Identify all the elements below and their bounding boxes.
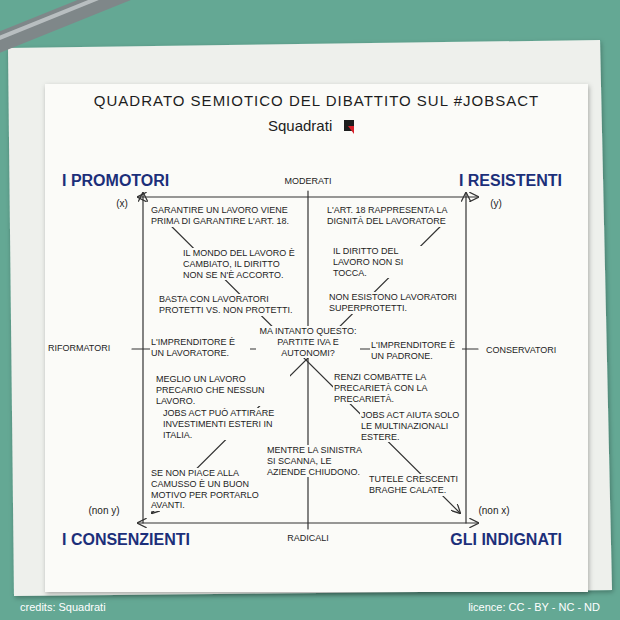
brand-name: Squadrati: [268, 117, 344, 135]
corner-label: I PROMOTORI: [62, 171, 202, 190]
corner-label: GLI INDIGNATI: [400, 530, 562, 549]
main-sheet: [45, 84, 588, 592]
corner-label: I RESISTENTI: [420, 171, 562, 190]
quadrant-statement: IL DIRITTO DEL LAVORO NON SI TOCCA.: [332, 246, 428, 278]
term-symbol: (non y): [84, 505, 124, 517]
quadrant-statement: GARANTIRE UN LAVORO VIENE PRIMA DI GARAN…: [150, 205, 298, 227]
axis-label: MODERATI: [258, 176, 358, 187]
quadrant-statement: IL MONDO DEL LAVORO È CAMBIATO, IL DIRIT…: [182, 248, 302, 280]
term-symbol: (y): [484, 198, 508, 210]
licence-note: licence: CC - BY - NC - ND: [380, 601, 600, 614]
quadrant-statement: L'ART. 18 RAPPRESENTA LA DIGNITÀ DEL LAV…: [326, 205, 462, 227]
quadrant-statement: BASTA CON LAVORATORI PROTETTI VS. NON PR…: [158, 294, 298, 316]
quadrant-statement: L'IMPRENDITORE È UN LAVORATORE.: [150, 337, 250, 359]
quadrant-statement: TUTELE CRESCENTI BRAGHE CALATE.: [368, 474, 462, 496]
semiotic-square: [132, 191, 478, 529]
quadrant-statement: JOBS ACT AIUTA SOLO LE MULTINAZIONALI ES…: [360, 410, 462, 442]
back-sheet: [8, 40, 612, 596]
clipboard-clip: [0, 0, 137, 61]
term-symbol: (x): [110, 198, 134, 210]
implication-arrow: [142, 193, 143, 523]
corner-label: I CONSENZIENTI: [62, 530, 232, 549]
quadrant-statement: RENZI COMBATTE LA PRECARIETÀ CON LA PREC…: [333, 372, 445, 404]
quadrant-statement: MENTRE LA SINISTRA SI SCANNA, LE AZIENDE…: [266, 445, 366, 477]
implication-arrow: [465, 193, 466, 523]
quadrant-statement: L'IMPRENDITORE È UN PADRONE.: [370, 340, 462, 362]
brand-logo: [344, 120, 354, 134]
clip-highlight: [0, 0, 133, 50]
term-symbol: (non x): [474, 505, 514, 517]
clip-bar: [0, 0, 137, 61]
quadrant-statement: SE NON PIACE ALLA CAMUSSO È UN BUON MOTI…: [150, 468, 264, 511]
axis-label: RADICALI: [258, 533, 358, 544]
quadrant-statement: MEGLIO UN LAVORO PRECARIO CHE NESSUN LAV…: [155, 374, 290, 406]
quadrant-statement: NON ESISTONO LAVORATORI SUPERPROTETTI.: [328, 292, 462, 314]
credits-note: credits: Squadrati: [20, 601, 220, 614]
axis-label: CONSERVATORI: [486, 345, 572, 356]
axis-label: RIFORMATORI: [48, 343, 132, 354]
diagram-title: QUADRATO SEMIOTICO DEL DIBATTITO SUL #JO…: [45, 92, 588, 110]
logo-corner: [348, 126, 354, 134]
quadrant-statement: JOBS ACT PUÒ ATTIRARE INVESTIMENTI ESTER…: [162, 408, 284, 440]
center-question: MA INTANTO QUESTO: PARTITE IVA E AUTONOM…: [256, 326, 360, 358]
vertical-axis: [307, 191, 308, 529]
